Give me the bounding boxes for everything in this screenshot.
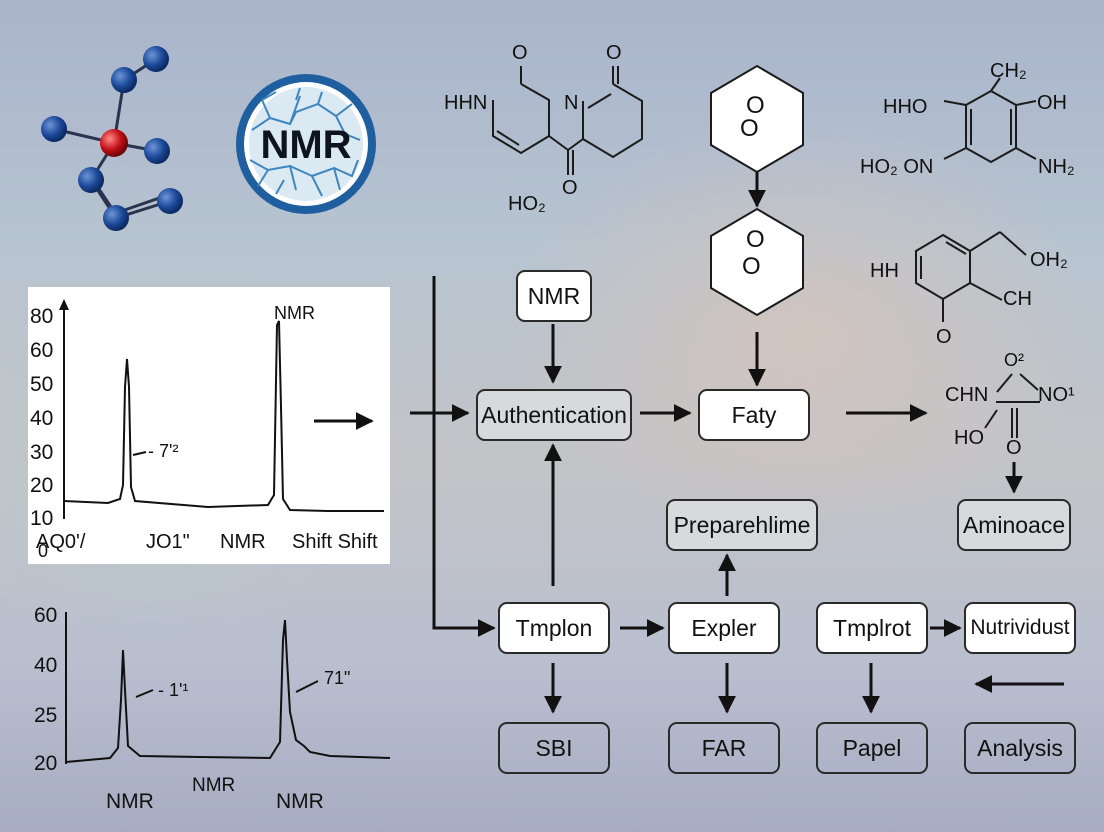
atom — [103, 205, 129, 231]
label-oh2: OH₂ — [1030, 249, 1068, 271]
atom — [78, 167, 104, 193]
y-tick: 10 — [30, 507, 54, 530]
peak-label: NMR — [274, 303, 315, 323]
x-label: JO1" — [146, 531, 190, 553]
annotation-tick — [295, 680, 319, 693]
y-tick: 30 — [30, 441, 54, 464]
label-ho: HO — [954, 427, 984, 449]
x-label: Shift Shift — [292, 531, 378, 553]
box-authentication[interactable]: Authentication — [476, 389, 632, 441]
box-analysis[interactable]: Analysis — [964, 722, 1076, 774]
box-aminoace[interactable]: Aminoace — [957, 499, 1071, 551]
label-ch2: CH₂ — [990, 60, 1027, 82]
label-o2: O² — [1004, 350, 1024, 370]
label-hho: HHO — [883, 96, 928, 118]
label-oxygen: O — [606, 42, 622, 64]
y-tick: 40 — [30, 407, 54, 430]
label-ho2: HO₂ — [508, 193, 546, 215]
label-oxygen: O — [936, 326, 952, 348]
crack-pattern — [249, 87, 361, 197]
x-label: AQ0'/ — [36, 531, 86, 553]
hexagon-2-label-top: O — [746, 226, 765, 253]
y-tick: 60 — [34, 604, 58, 627]
y-tick: 60 — [30, 339, 54, 362]
hexagon-2-label-bottom: O — [742, 253, 761, 280]
label-oxygen: O — [562, 177, 578, 199]
box-tmplrot[interactable]: Tmplrot — [816, 602, 928, 654]
label-chn: CHN — [945, 384, 989, 406]
label-no1: NO¹ — [1038, 384, 1075, 406]
y-tick: 0 — [38, 541, 49, 561]
box-far[interactable]: FAR — [668, 722, 780, 774]
y-tick: 20 — [34, 752, 58, 775]
label-nh2: NH₂ — [1038, 156, 1075, 178]
box-papel[interactable]: Papel — [816, 722, 928, 774]
box-nmr[interactable]: NMR — [516, 270, 592, 322]
atom-red — [100, 129, 128, 157]
box-preparehlime[interactable]: Preparehlime — [666, 499, 818, 551]
chart-1-plot — [59, 299, 384, 519]
nmr-spectrum-chart-1: 80 60 50 40 30 20 10 0 NMR - 7'² AQ0'/ J… — [28, 287, 390, 564]
box-faty[interactable]: Faty — [698, 389, 810, 441]
box-sbi[interactable]: SBI — [498, 722, 610, 774]
box-expler[interactable]: Expler — [668, 602, 780, 654]
annotation-tick — [132, 451, 147, 456]
box-nutrividust[interactable]: Nutrividust — [964, 602, 1076, 654]
y-tick: 50 — [30, 373, 54, 396]
annotation-tick — [135, 689, 154, 698]
x-label: NMR — [276, 790, 324, 813]
hexagon-1-label-top: O — [746, 92, 765, 119]
arrow-vertical-to-tmplon — [432, 276, 496, 637]
x-label: NMR — [106, 790, 154, 813]
logo-text: NMR — [260, 123, 351, 167]
spectrum-trace — [65, 619, 391, 763]
atom — [157, 188, 183, 214]
x-label: NMR — [192, 775, 236, 796]
label-nitrogen: N — [564, 92, 579, 114]
y-tick: 40 — [34, 654, 58, 677]
peak-annotation: 71" — [324, 668, 351, 688]
peak-annotation: - 7'² — [148, 441, 179, 461]
spectrum-trace — [63, 320, 384, 512]
atom — [143, 46, 169, 72]
label-ho2on: HO₂ ON — [860, 156, 934, 178]
y-tick: 25 — [34, 704, 58, 727]
atom — [41, 116, 67, 142]
hexagon-1-label-bottom: O — [740, 115, 759, 142]
atom — [144, 138, 170, 164]
label-ch: CH — [1003, 288, 1032, 310]
box-tmplon[interactable]: Tmplon — [498, 602, 610, 654]
label-oh: OH — [1037, 92, 1067, 114]
atoms — [41, 46, 183, 231]
label-oxygen: O — [1006, 437, 1022, 459]
label-oxygen: O — [512, 42, 528, 64]
y-tick: 20 — [30, 474, 54, 497]
label-hh: HH — [870, 260, 899, 282]
atom — [111, 67, 137, 93]
label-hhn: HHN — [444, 92, 488, 114]
x-label: NMR — [220, 531, 266, 553]
y-tick: 80 — [30, 305, 54, 328]
peak-annotation: - 1'¹ — [158, 680, 189, 700]
